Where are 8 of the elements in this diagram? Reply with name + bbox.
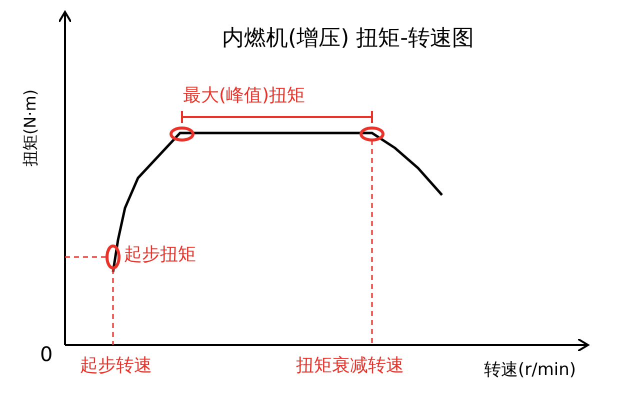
origin-label: 0	[40, 344, 53, 364]
axis-title: 扭矩(N·m)	[22, 89, 39, 167]
annotation-label: 起步扭矩	[124, 246, 196, 264]
annotation-label: 最大(峰值)扭矩	[183, 87, 306, 105]
axis-title: 转速(r/min)	[484, 362, 576, 379]
annotation-label: 起步转速	[80, 357, 152, 375]
annotation-label: 扭矩衰减转速	[296, 357, 404, 375]
chart-title: 内燃机(增压) 扭矩-转速图	[222, 28, 474, 50]
